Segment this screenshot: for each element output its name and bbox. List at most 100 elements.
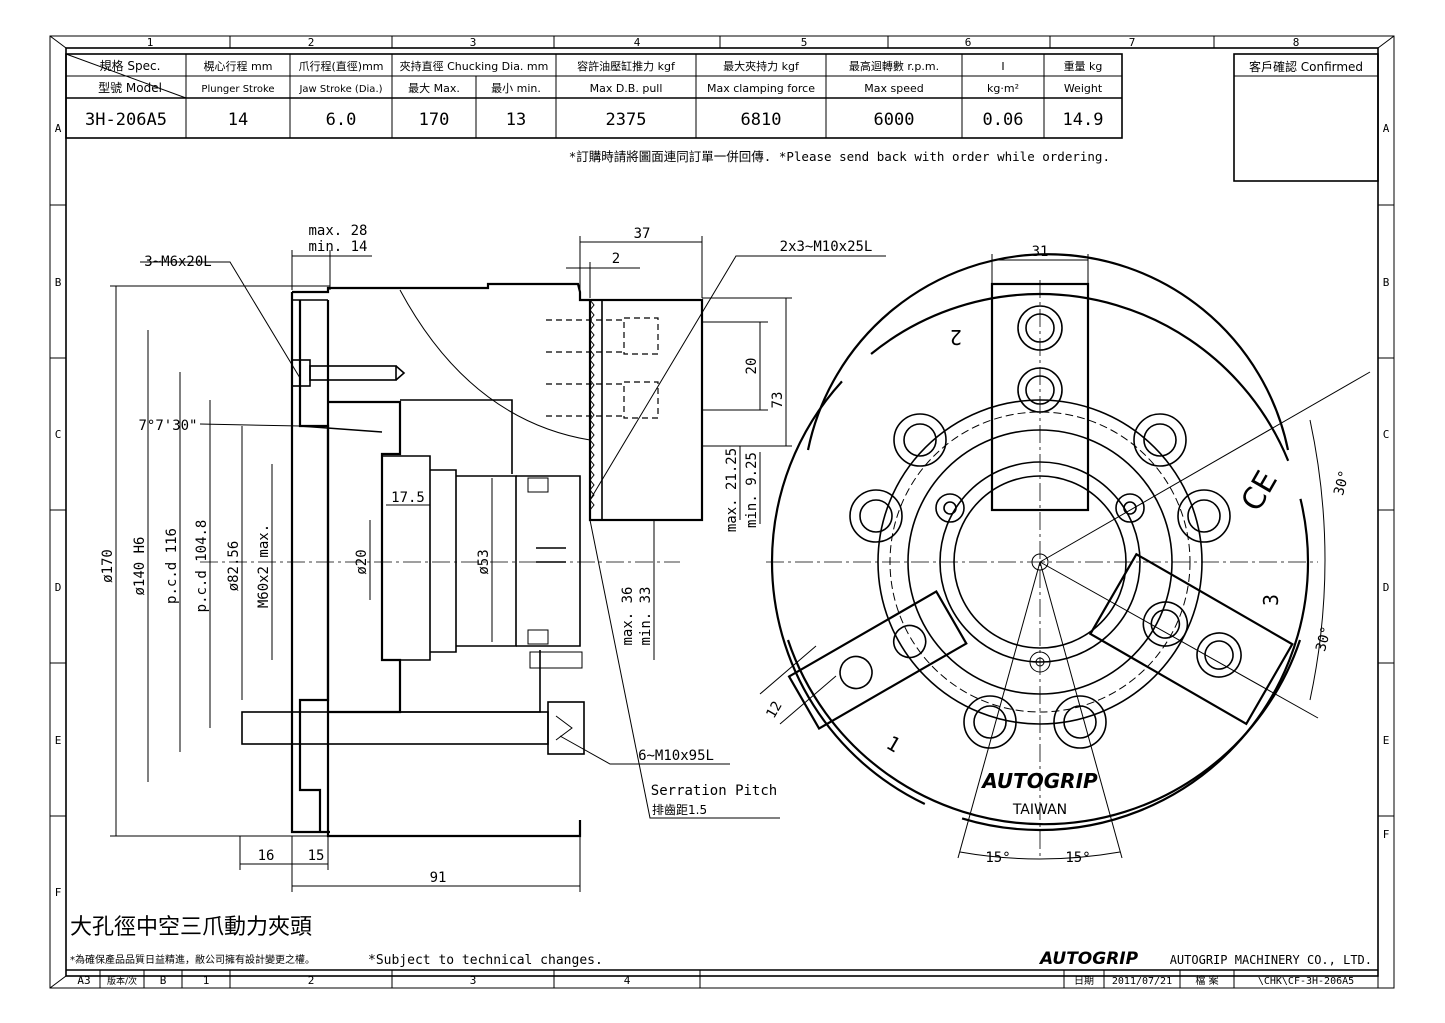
col-label: 1: [147, 36, 154, 49]
col-label: 6: [965, 36, 972, 49]
row-label: D: [1383, 581, 1390, 594]
stroke-subheader: Plunger Stroke: [201, 84, 274, 95]
clamp-subheader: Max clamping force: [707, 82, 815, 95]
dim-91-label: 91: [430, 870, 447, 886]
max-subheader: 最大 Max.: [408, 81, 460, 95]
clamp-value: 6810: [741, 110, 782, 130]
front-view: 31 30° 30° 12 15° 15° 1 2 3 CE AUTOGRIP …: [759, 244, 1371, 866]
inertia-header: I: [1001, 60, 1004, 73]
ce-mark: CE: [1235, 465, 1285, 517]
confirm-box: 客戶確認 Confirmed: [1233, 53, 1379, 182]
model-value: 3H-206A5: [85, 110, 167, 130]
jaw-1-marker: 1: [882, 731, 904, 758]
angle-label: 7°7'30": [138, 418, 197, 434]
pull-header: 容許油壓缸推力 kgf: [577, 59, 676, 73]
version-label: 版本/次: [107, 975, 137, 987]
bottom-col-label: 4: [624, 974, 631, 987]
weight-value: 14.9: [1063, 110, 1104, 130]
pull-subheader: Max D.B. pull: [590, 82, 663, 95]
speed-header: 最高迴轉數 r.p.m.: [849, 59, 939, 73]
order-note: *訂購時請將圖面連同訂單一併回傳. *Please send back with…: [569, 149, 1110, 164]
company-name: AUTOGRIP MACHINERY CO., LTD.: [1170, 953, 1372, 967]
jaw-3-marker: 3: [1259, 594, 1283, 606]
dim-20-label: 20: [744, 358, 760, 375]
sheet-border: 1 2 3 4 5 6 7 8 A B C D E F A B C D E F: [49, 35, 1395, 989]
date-value: 2011/07/21: [1112, 976, 1172, 987]
row-label: A: [55, 122, 62, 135]
dia-82-56-label: ø82.56: [226, 541, 242, 592]
bottom-col-label: 3: [470, 974, 477, 987]
confirm-label: 客戶確認 Confirmed: [1249, 59, 1363, 74]
dia-140-label: ø140 H6: [132, 536, 148, 595]
dim-73-label: 73: [770, 392, 786, 409]
angle-30-upper-label: 30°: [1331, 469, 1353, 498]
date-label: 日期: [1074, 975, 1094, 987]
spec-header: 規格 Spec.: [100, 58, 161, 73]
pcd-104-8-label: p.c.d 104.8: [194, 520, 210, 613]
min-value: 13: [506, 110, 526, 130]
dia-20-label: ø20: [354, 549, 370, 574]
weight-subheader: Weight: [1064, 82, 1103, 95]
sheet-size: A3: [77, 974, 90, 987]
row-label: E: [1383, 734, 1390, 747]
side-section-view: 3~M6x20L max. 28 min. 14 37 2 2x3~M10x25…: [100, 223, 886, 892]
speed-subheader: Max speed: [864, 82, 923, 95]
stroke-header: 榥心行程 mm: [204, 60, 273, 73]
col-label: 5: [801, 36, 808, 49]
jaw-2-marker: 2: [950, 325, 962, 349]
col-label: 4: [634, 36, 641, 49]
model-header: 型號 Model: [98, 81, 162, 95]
max-36-label: max. 36: [620, 586, 636, 645]
thread-m60-label: M60x2 max.: [256, 524, 272, 608]
row-label: F: [55, 886, 62, 899]
inertia-value: 0.06: [983, 110, 1024, 130]
pcd-116-label: p.c.d 116: [164, 528, 180, 604]
jaw-width-label: 37: [634, 226, 651, 242]
serration-2-label: 2: [612, 251, 620, 267]
row-label: D: [55, 581, 62, 594]
jaw-header: 爪行程(直徑)mm: [298, 59, 383, 73]
version-value: B: [160, 974, 167, 987]
min-33-label: min. 33: [638, 586, 654, 645]
dim-9-25-label: min. 9.25: [744, 452, 760, 528]
row-label: F: [1383, 828, 1390, 841]
note-cn: *為確保產品品質日益精進，敝公司擁有設計變更之權。: [70, 953, 315, 966]
angle-15-left-label: 15°: [985, 850, 1010, 866]
taiwan-label: TAIWAN: [1012, 802, 1067, 818]
dim-15-label: 15: [308, 848, 325, 864]
row-label: A: [1383, 122, 1390, 135]
clamp-header: 最大夾持力 kgf: [723, 59, 800, 73]
col-label: 3: [470, 36, 477, 49]
title-block: 大孔徑中空三爪動力夾頭 *為確保產品品質日益精進，敝公司擁有設計變更之權。 *S…: [66, 915, 1379, 989]
spec-table: 規格 Spec. 榥心行程 mm 爪行程(直徑)mm 夾持直徑 Chucking…: [65, 53, 1123, 164]
note-en: *Subject to technical changes.: [368, 953, 603, 968]
dim-12-label: 12: [763, 699, 785, 722]
jaw-subheader: Jaw Stroke (Dia.): [298, 84, 382, 95]
file-value: \CHK\CF-3H-206A5: [1258, 976, 1354, 987]
inertia-subheader: kg·m²: [987, 82, 1019, 95]
bolt-long-label: 6~M10x95L: [638, 748, 714, 764]
stroke-max-label: max. 28: [308, 223, 367, 239]
stroke-value: 14: [228, 110, 248, 130]
col-label: 2: [308, 36, 315, 49]
min-subheader: 最小 min.: [491, 82, 541, 95]
row-label: E: [55, 734, 62, 747]
speed-value: 6000: [874, 110, 915, 130]
row-label: B: [1383, 276, 1390, 289]
col-label: 7: [1129, 36, 1136, 49]
stroke-min-label: min. 14: [308, 239, 367, 255]
max-value: 170: [419, 110, 450, 130]
row-label: B: [55, 276, 62, 289]
row-label: C: [55, 428, 62, 441]
pull-value: 2375: [606, 110, 647, 130]
row-label: C: [1383, 428, 1390, 441]
dim-17-5-label: 17.5: [391, 490, 425, 506]
dim-21-25-label: max. 21.25: [724, 448, 740, 532]
jaw-value: 6.0: [326, 110, 357, 130]
dim-31-label: 31: [1032, 244, 1049, 260]
chuck-header: 夾持直徑 Chucking Dia. mm: [400, 59, 549, 73]
dia-53-label: ø53: [476, 549, 492, 574]
file-label: 檔 案: [1195, 974, 1218, 987]
dim-16-label: 16: [258, 848, 275, 864]
